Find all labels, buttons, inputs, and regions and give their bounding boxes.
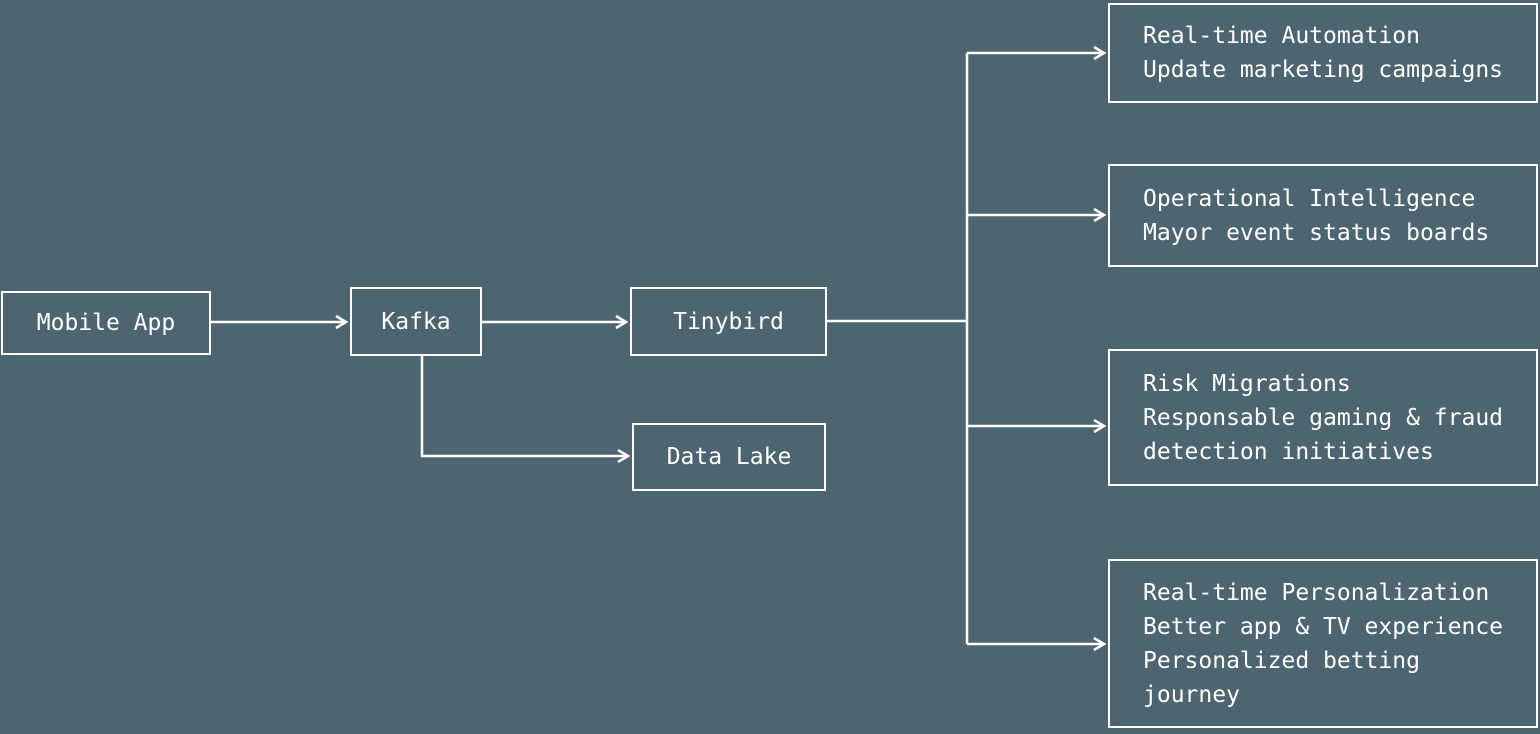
usecase-line: Operational Intelligence	[1143, 185, 1476, 212]
usecase-line: Real-time Automation	[1143, 23, 1420, 49]
usecase-line: Responsable gaming & fraud	[1143, 404, 1504, 431]
usecase-line: Risk Migrations	[1143, 370, 1351, 397]
usecase-risk-migrations: Risk Migrations Responsable gaming & fra…	[1108, 349, 1538, 486]
node-kafka-label: Kafka	[381, 308, 451, 335]
node-mobile-app-label: Mobile App	[36, 310, 176, 336]
node-mobile-app: Mobile App	[1, 291, 211, 355]
usecase-real-time-personalization: Real-time Personalization Better app & T…	[1108, 559, 1538, 728]
usecase-line: detection initiatives	[1143, 438, 1434, 465]
usecase-line: Better app & TV experience	[1143, 613, 1504, 640]
usecase-line: journey	[1143, 681, 1240, 708]
node-data-lake-label: Data Lake	[666, 444, 792, 470]
node-tinybird-label: Tinybird	[673, 308, 784, 335]
usecase-line: Personalized betting	[1143, 647, 1420, 674]
node-kafka: Kafka	[350, 287, 482, 356]
usecase-real-time-automation: Real-time Automation Update marketing ca…	[1108, 3, 1538, 103]
node-tinybird: Tinybird	[630, 287, 827, 356]
usecase-line: Real-time Personalization	[1143, 579, 1490, 606]
node-data-lake: Data Lake	[632, 423, 826, 491]
connector-kafka-to-data-lake	[420, 356, 631, 464]
usecase-operational-intelligence: Operational Intelligence Mayor event sta…	[1108, 164, 1538, 267]
usecase-line: Update marketing campaigns	[1143, 57, 1504, 83]
usecase-line: Mayor event status boards	[1143, 219, 1490, 246]
